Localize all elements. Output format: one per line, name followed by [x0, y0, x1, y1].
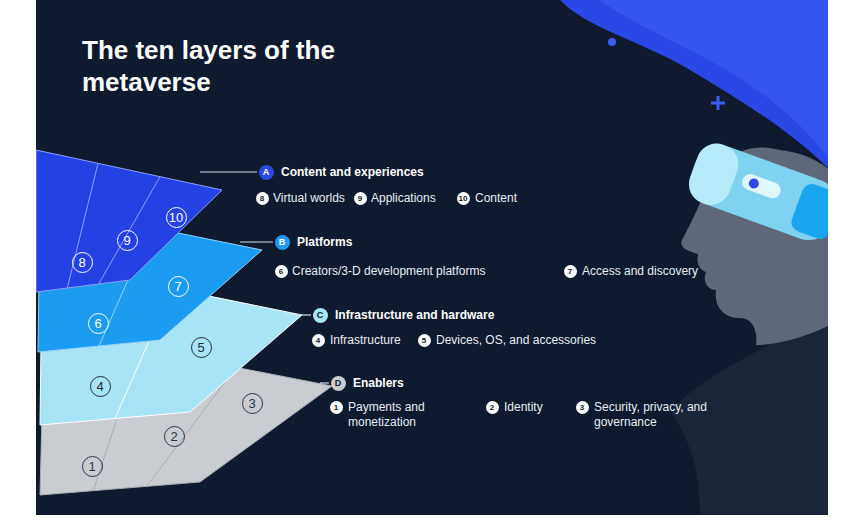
layer-number: 1	[82, 456, 103, 477]
item-number: 6	[275, 265, 288, 278]
group-heading: Platforms	[297, 234, 352, 250]
layer-number: 7	[168, 276, 189, 297]
layer-number: 3	[242, 393, 263, 414]
blue-swoosh	[560, 0, 828, 170]
item-number: 10	[457, 192, 470, 205]
title: The ten layers of the metaverse	[82, 34, 342, 98]
item-text: Virtual worlds	[273, 191, 345, 206]
content-layer	[36, 150, 222, 292]
vr-headset	[683, 138, 828, 248]
layer-number: 5	[191, 337, 212, 358]
item-text: Applications	[371, 191, 436, 206]
leader-line	[240, 241, 273, 242]
item-number: 8	[256, 192, 269, 205]
item-number: 4	[312, 334, 325, 347]
leader-line	[320, 382, 329, 383]
layer-number: 4	[90, 376, 111, 397]
group-heading: Content and experiences	[281, 164, 424, 180]
item-number: 2	[486, 401, 499, 414]
leader-line	[200, 171, 257, 172]
group-letter: A	[259, 165, 274, 180]
cell-divider	[99, 177, 160, 284]
group-heading: Infrastructure and hardware	[335, 307, 494, 323]
layer-number: 10	[166, 207, 187, 228]
leader-line	[285, 314, 311, 315]
layer-number: 2	[164, 426, 185, 447]
item-text: Content	[475, 191, 517, 206]
item-number: 5	[418, 334, 431, 347]
dot	[608, 38, 616, 46]
plus-mark	[711, 96, 725, 110]
item-number: 9	[354, 192, 367, 205]
item-text: Infrastructure	[330, 333, 401, 348]
item-text: Creators/3-D development platforms	[292, 264, 485, 279]
group-letter: C	[313, 308, 328, 323]
item-text: Devices, OS, and accessories	[436, 333, 596, 348]
group-letter: B	[275, 235, 290, 250]
item-number: 3	[576, 401, 589, 414]
group-letter: D	[331, 376, 346, 391]
item-text: Security, privacy, and governance	[594, 400, 714, 430]
item-text: Identity	[504, 400, 543, 415]
cell-divider	[67, 163, 98, 288]
item-text: Payments and monetization	[348, 400, 448, 430]
layer-number: 8	[72, 252, 93, 273]
item-number: 1	[330, 401, 343, 414]
item-number: 7	[564, 265, 577, 278]
item-text: Access and discovery	[582, 264, 698, 279]
blue-swoosh-light	[600, 0, 828, 160]
layer-number: 6	[88, 313, 109, 334]
layer-number: 9	[117, 230, 138, 251]
group-heading: Enablers	[353, 375, 404, 391]
